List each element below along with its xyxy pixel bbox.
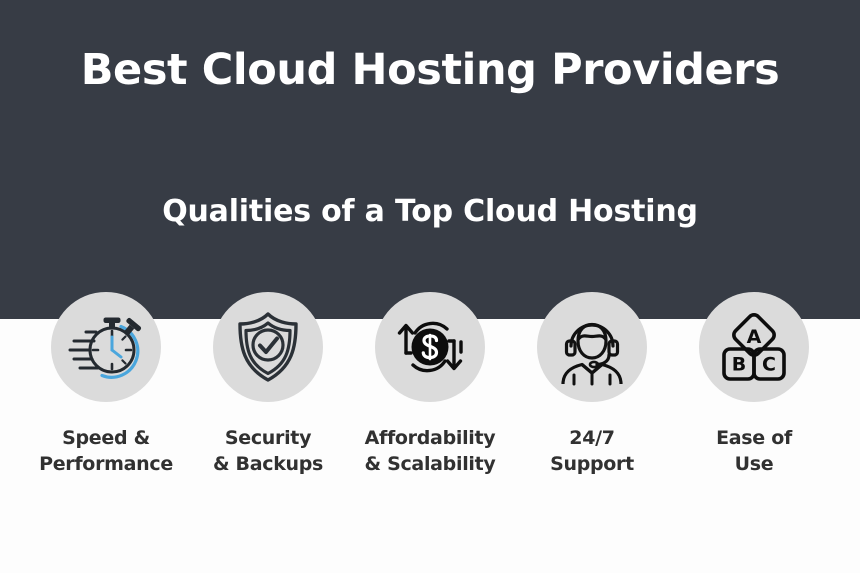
svg-text:B: B xyxy=(732,354,746,376)
feature-label-support: 24/7 Support xyxy=(550,427,634,475)
feature-label-security-backups: Security & Backups xyxy=(212,427,324,475)
svg-text:C: C xyxy=(762,354,776,376)
page-subtitle: Qualities of a Top Cloud Hosting xyxy=(162,194,698,229)
feature-item-affordability-scalability: Affordability & Scalability xyxy=(349,292,511,477)
headset-support-agent-icon xyxy=(550,305,634,389)
abc-blocks-icon: A B C xyxy=(714,307,794,387)
feature-item-security-backups: Security & Backups xyxy=(187,292,349,477)
feature-item-speed-performance: Speed & Performance xyxy=(25,292,187,477)
feature-item-support: 24/7 Support xyxy=(511,292,673,477)
badge-circle-support xyxy=(537,292,647,402)
svg-text:A: A xyxy=(747,326,762,348)
feature-label-affordability-scalability: Affordability & Scalability xyxy=(364,427,496,475)
header-band xyxy=(0,0,860,319)
badge-circle-speed xyxy=(51,292,161,402)
feature-list: Speed & Performance Security & Backups xyxy=(0,292,860,507)
stopwatch-speed-icon xyxy=(64,305,148,389)
badge-circle-security xyxy=(213,292,323,402)
feature-label-ease-of-use: Ease of Use xyxy=(716,427,792,475)
badge-circle-ease-of-use: A B C xyxy=(699,292,809,402)
feature-item-ease-of-use: A B C Ease of Use xyxy=(673,292,835,477)
badge-circle-affordability xyxy=(375,292,485,402)
page-title: Best Cloud Hosting Providers xyxy=(80,45,780,95)
shield-check-icon xyxy=(230,307,306,387)
feature-label-speed-performance: Speed & Performance xyxy=(39,427,173,475)
dollar-scalability-icon xyxy=(389,306,471,388)
